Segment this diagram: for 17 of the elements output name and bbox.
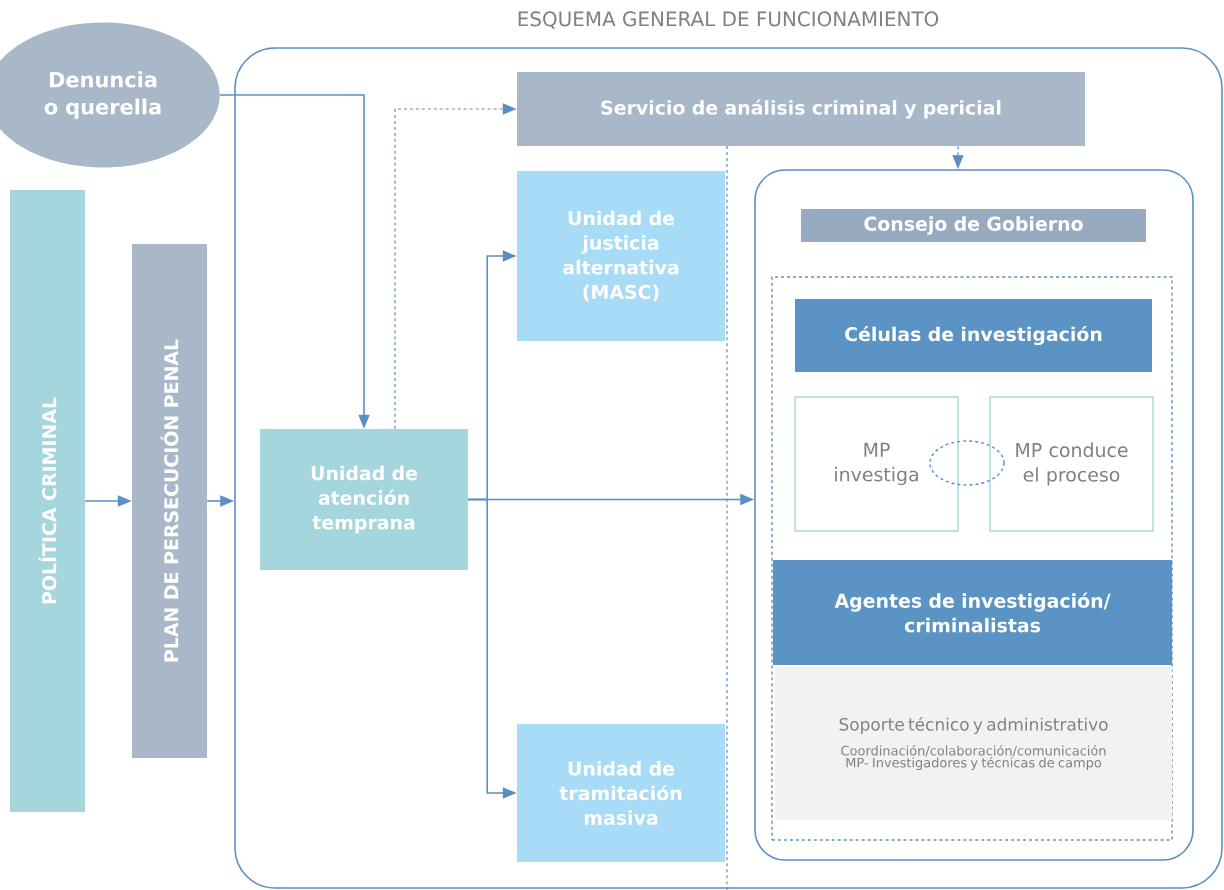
vertical-band: PLAN DE PERSECUCIÓN PENAL: [132, 244, 207, 758]
outlined-box: MP conduce el proceso: [989, 396, 1154, 532]
dashed-ellipse: [929, 440, 1005, 486]
heading-bar: Consejo de Gobierno: [801, 209, 1146, 242]
rounded-frame: [234, 47, 1223, 889]
process-box: Servicio de análisis criminal y pericial: [517, 72, 1085, 146]
dashed-frame: [771, 276, 1173, 841]
info-box: Soporte técnico y administrativo Coordinación/colaboración/comunicación MP- Investigadores y técnicas de campo: [775, 667, 1172, 820]
process-box: Unidad de justicia alternativa (MASC): [517, 171, 725, 341]
outlined-box: MP investiga: [794, 396, 959, 532]
process-box: Unidad de atención temprana: [260, 429, 468, 570]
process-box: Células de investigación: [795, 299, 1152, 372]
process-box: Unidad de tramitación masiva: [517, 724, 725, 862]
title: ESQUEMA GENERAL DE FUNCIONAMIENTO: [518, 11, 939, 29]
process-box: Agentes de investigación/ criminalistas: [773, 560, 1172, 665]
rounded-frame: [754, 169, 1194, 861]
vertical-band: POLÍTICA CRIMINAL: [10, 190, 85, 812]
